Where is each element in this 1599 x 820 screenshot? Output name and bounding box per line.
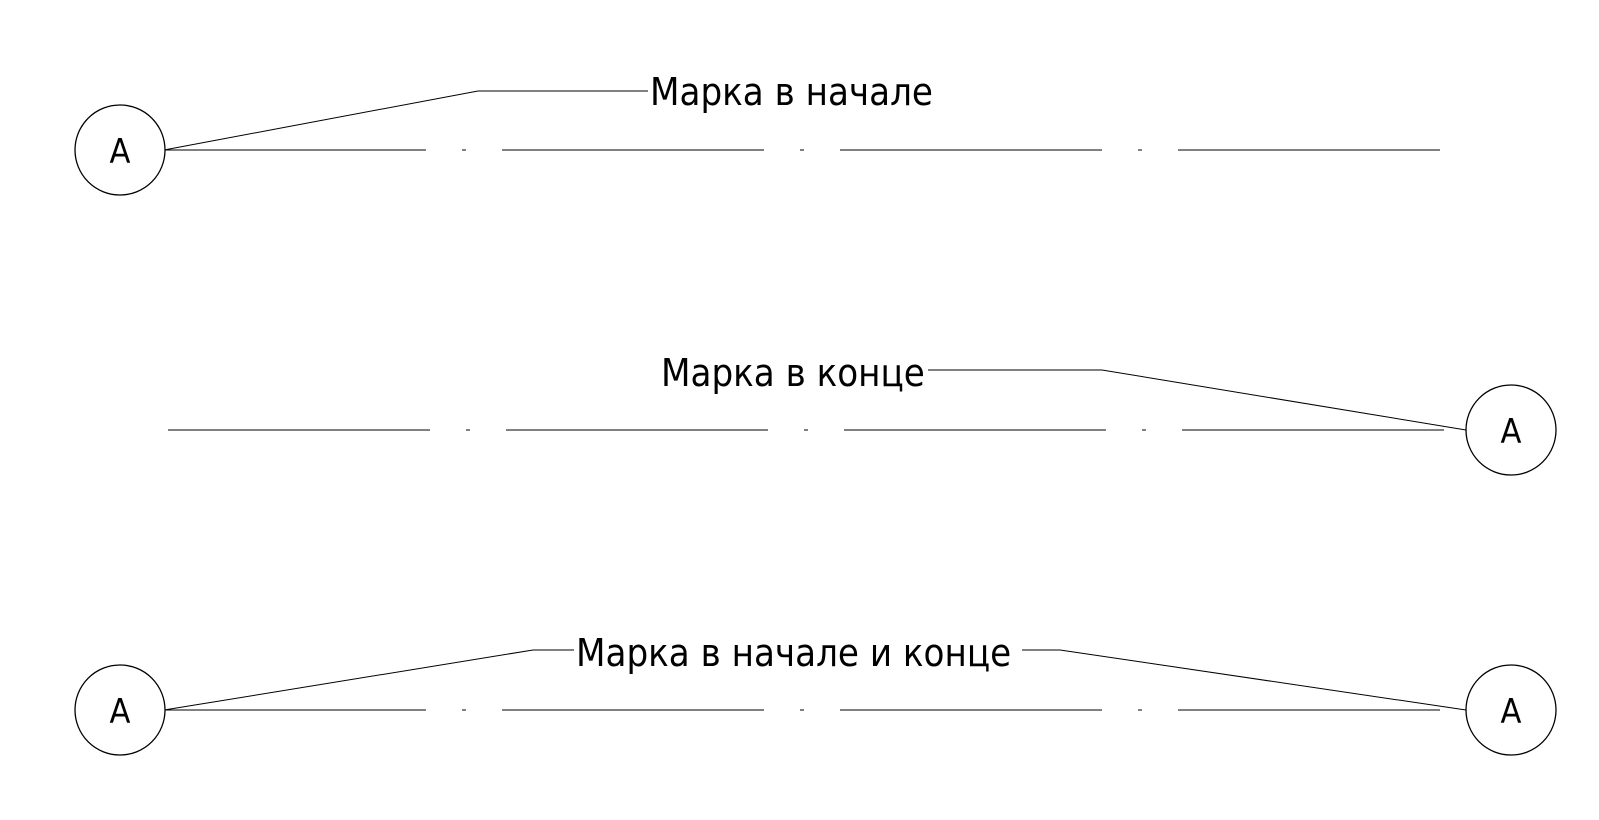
axis-mark-label-start: A: [110, 132, 131, 172]
axis-mark-bubble-end: [1465, 664, 1557, 756]
leader-line-start: [163, 649, 574, 711]
axis-mark-label-start: A: [110, 692, 131, 732]
axis-mark-label-end: A: [1501, 412, 1522, 452]
axis-row-mark-end: A Марка в конце: [168, 351, 1557, 476]
leader-line: [928, 369, 1467, 431]
axis-mark-bubble-end: [1465, 384, 1557, 476]
leader-line: [163, 90, 648, 151]
caption-mark-both: Марка в начале и конце: [576, 631, 1011, 675]
leader-line-end: [1022, 649, 1467, 711]
axis-mark-bubble-start: [74, 664, 166, 756]
caption-mark-end: Марка в конце: [661, 351, 925, 395]
axis-mark-label-end: A: [1501, 692, 1522, 732]
axis-mark-bubble-start: [74, 104, 166, 196]
axis-row-mark-start: A Марка в начале: [74, 70, 1462, 196]
caption-mark-start: Марка в начале: [650, 70, 933, 114]
axis-row-mark-both: A A Марка в начале и конце: [74, 631, 1557, 756]
